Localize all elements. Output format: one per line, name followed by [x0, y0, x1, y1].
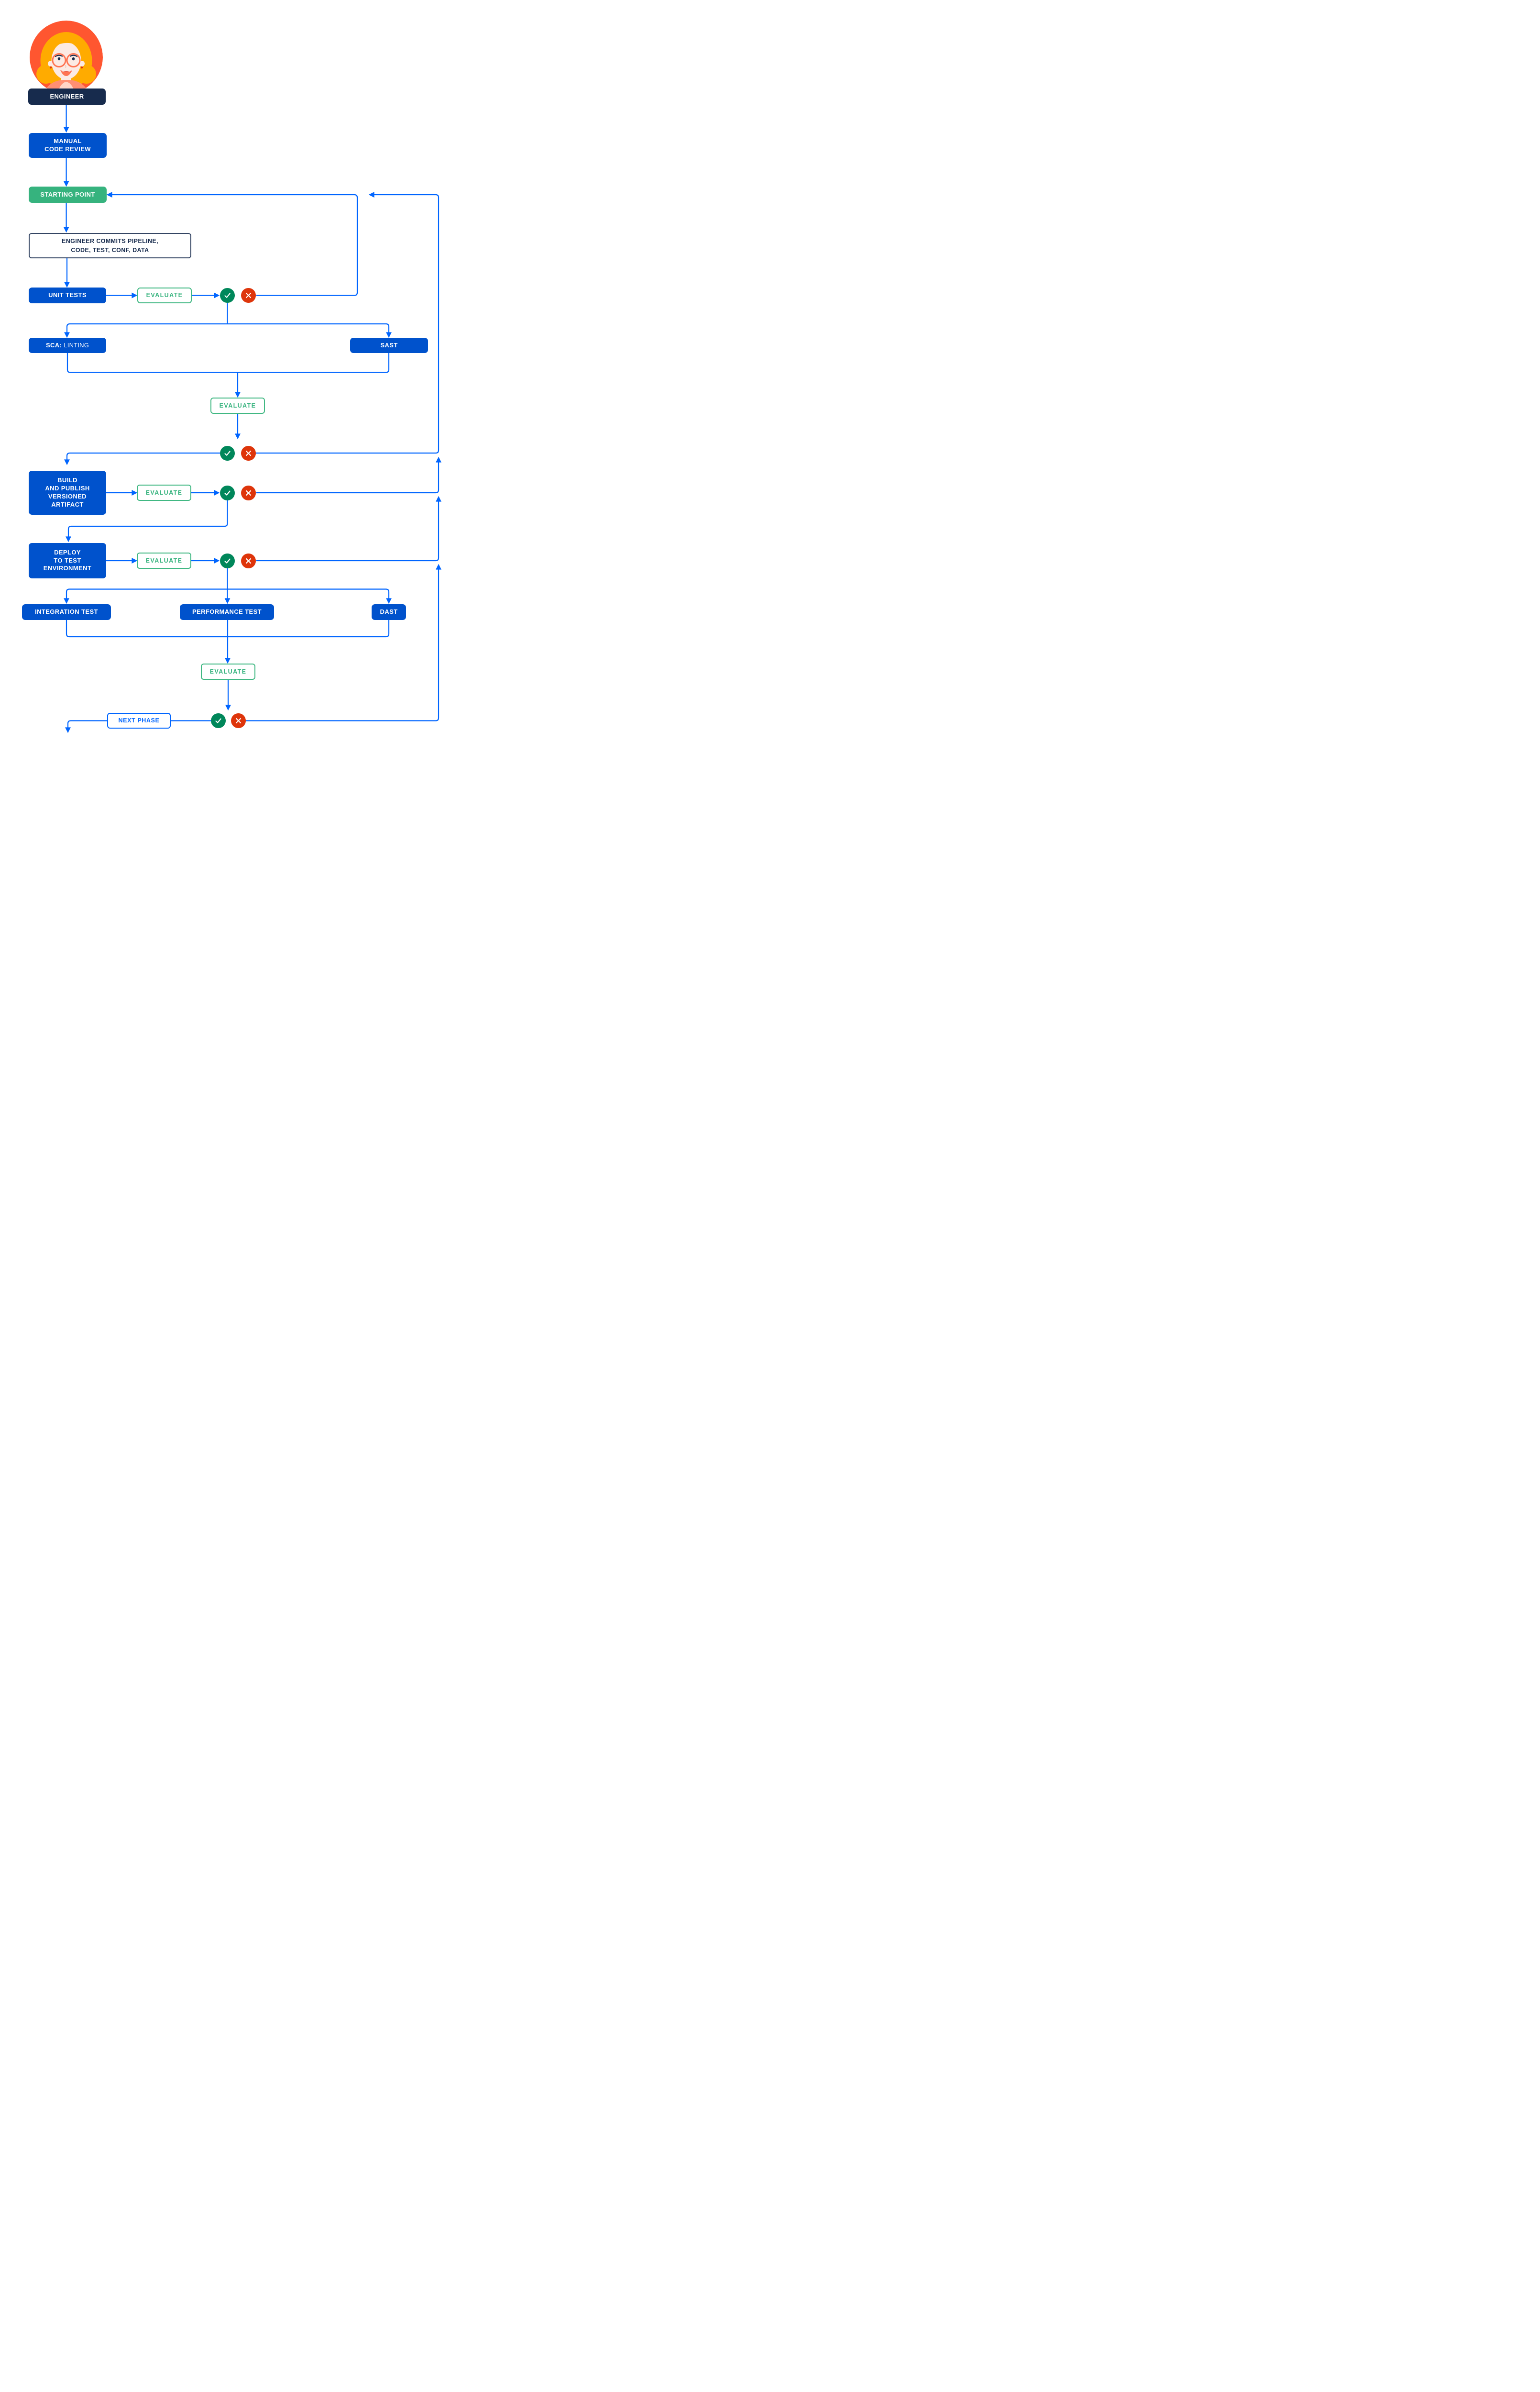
check-icon [220, 553, 235, 568]
node-sast-label: SAST [380, 341, 398, 349]
node-engineer-commits-label: ENGINEER COMMITS PIPELINE, CODE, TEST, C… [61, 237, 159, 254]
node-build-publish: BUILD AND PUBLISH VERSIONED ARTIFACT [29, 471, 106, 515]
left-eyebrow [55, 55, 63, 57]
node-next-phase: NEXT PHASE [107, 713, 171, 729]
glasses-icon [52, 53, 66, 67]
check-icon [220, 288, 235, 303]
node-evaluate-4-label: EVALUATE [145, 557, 183, 564]
node-starting-point: STARTING POINT [29, 187, 107, 203]
node-sca-linting: SCA:LINTING [29, 338, 106, 353]
flow-connectors [63, 105, 441, 733]
node-integration-test: INTEGRATION TEST [22, 604, 111, 620]
node-engineer-label: ENGINEER [50, 92, 84, 100]
node-dast-label: DAST [380, 608, 398, 616]
node-evaluate-4: EVALUATE [137, 553, 191, 569]
node-performance-test: PERFORMANCE TEST [180, 604, 274, 620]
right-eyebrow [69, 55, 78, 57]
node-evaluate-1: EVALUATE [137, 288, 192, 303]
node-performance-test-label: PERFORMANCE TEST [192, 608, 262, 616]
avatar-fringe [50, 37, 83, 57]
left-eye [57, 57, 61, 61]
node-evaluate-1-label: EVALUATE [146, 292, 183, 299]
node-sast: SAST [350, 338, 428, 353]
node-evaluate-3: EVALUATE [137, 485, 191, 501]
avatar-lips [60, 70, 72, 76]
pipeline-flowchart: ENGINEER MANUAL CODE REVIEW STARTING POI… [0, 0, 462, 754]
x-icon [241, 485, 256, 500]
node-evaluate-5-label: EVALUATE [209, 668, 247, 675]
node-evaluate-2-label: EVALUATE [219, 402, 256, 409]
node-unit-tests-label: UNIT TESTS [48, 291, 87, 299]
avatar-face [51, 42, 81, 79]
engineer-avatar [30, 21, 103, 94]
connector-lines [63, 105, 441, 733]
sca-bold-label: SCA: [45, 341, 62, 349]
node-engineer-commits: ENGINEER COMMITS PIPELINE, CODE, TEST, C… [29, 233, 191, 258]
node-evaluate-3-label: EVALUATE [145, 489, 183, 496]
node-deploy-test-env-label: DEPLOY TO TEST ENVIRONMENT [43, 548, 92, 572]
node-deploy-test-env: DEPLOY TO TEST ENVIRONMENT [29, 543, 106, 578]
check-icon [220, 485, 235, 500]
node-manual-code-review-label: MANUAL CODE REVIEW [44, 137, 91, 153]
x-icon [231, 713, 246, 728]
x-icon [241, 288, 256, 303]
check-icon [220, 445, 235, 461]
x-icon [241, 553, 256, 568]
node-manual-code-review: MANUAL CODE REVIEW [29, 133, 107, 158]
right-eye [72, 57, 75, 61]
node-next-phase-label: NEXT PHASE [118, 717, 160, 724]
x-icon [241, 445, 256, 461]
node-dast: DAST [372, 604, 406, 620]
node-evaluate-5: EVALUATE [201, 664, 255, 680]
sca-regular-label: LINTING [64, 341, 89, 349]
node-unit-tests: UNIT TESTS [29, 288, 106, 303]
node-sca-linting-label: SCA:LINTING [46, 342, 89, 350]
check-icon [210, 713, 226, 728]
node-integration-test-label: INTEGRATION TEST [35, 608, 98, 616]
node-engineer: ENGINEER [28, 89, 106, 105]
node-evaluate-2: EVALUATE [210, 398, 265, 414]
node-starting-point-label: STARTING POINT [40, 190, 95, 198]
node-build-publish-label: BUILD AND PUBLISH VERSIONED ARTIFACT [45, 476, 90, 508]
